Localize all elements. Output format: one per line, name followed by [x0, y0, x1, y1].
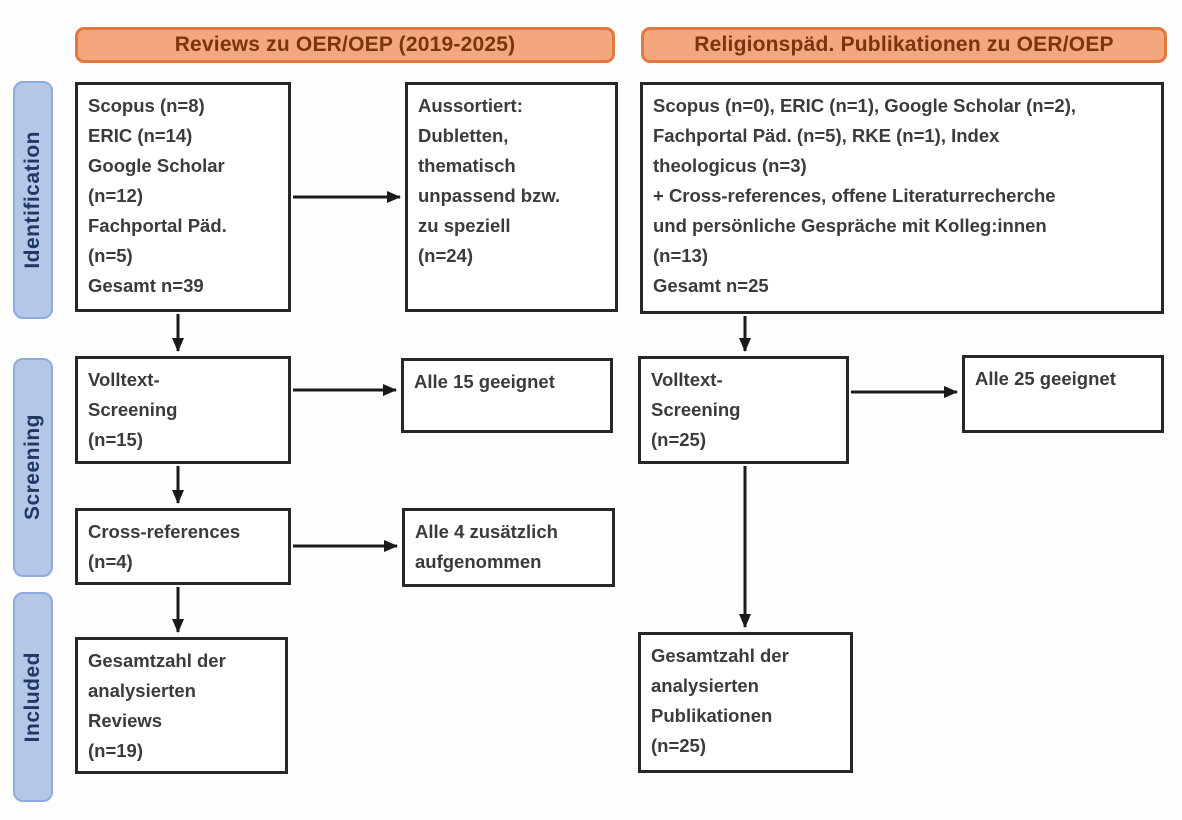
- stage-label-screening-text: Screening: [21, 414, 44, 521]
- box-religionspaed-eligible: Alle 25 geeignet: [962, 355, 1164, 433]
- box-religionspaed-fulltext-screening: Volltext- Screening (n=25): [638, 356, 849, 464]
- column-header-religionspaed: Religionspäd. Publikationen zu OER/OEP: [641, 27, 1167, 63]
- stage-label-identification: Identification: [13, 81, 53, 319]
- box-reviews-included-total: Gesamtzahl der analysierten Reviews (n=1…: [75, 637, 288, 774]
- box-reviews-crossreferences: Cross-references (n=4): [75, 508, 291, 585]
- box-reviews-eligible: Alle 15 geeignet: [401, 358, 613, 433]
- stage-label-screening: Screening: [13, 358, 53, 577]
- box-reviews-sources: Scopus (n=8) ERIC (n=14) Google Scholar …: [75, 82, 291, 312]
- box-religionspaed-sources: Scopus (n=0), ERIC (n=1), Google Scholar…: [640, 82, 1164, 314]
- box-reviews-excluded: Aussortiert: Dubletten, thematisch unpas…: [405, 82, 618, 312]
- stage-label-included-text: Included: [21, 651, 44, 743]
- box-religionspaed-included-total: Gesamtzahl der analysierten Publikatione…: [638, 632, 853, 773]
- column-header-reviews: Reviews zu OER/OEP (2019-2025): [75, 27, 615, 63]
- box-reviews-crossreferences-added: Alle 4 zusätzlich aufgenommen: [402, 508, 615, 587]
- stage-label-included: Included: [13, 592, 53, 802]
- stage-label-identification-text: Identification: [21, 131, 44, 269]
- box-reviews-fulltext-screening: Volltext- Screening (n=15): [75, 356, 291, 464]
